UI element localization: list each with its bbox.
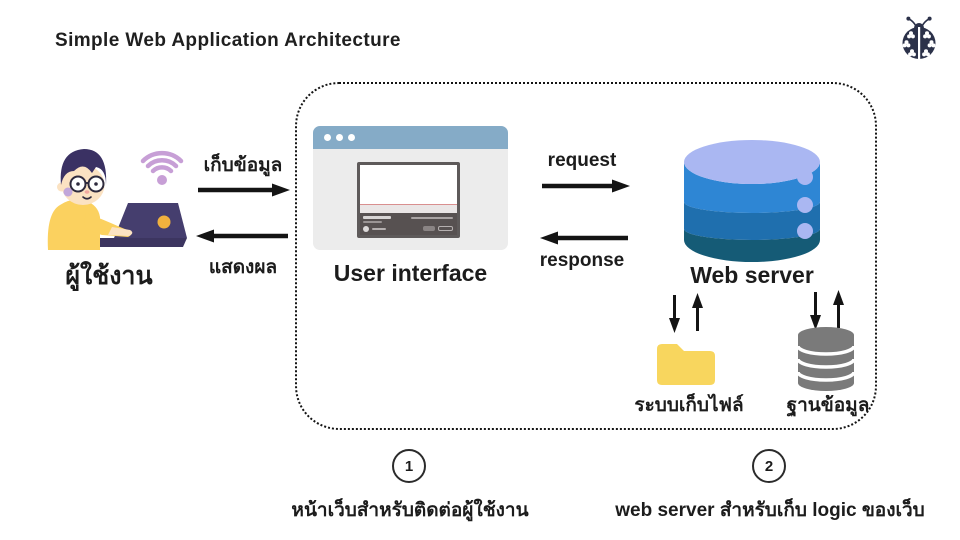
send-data-label: เก็บข้อมูล (203, 155, 283, 176)
database-icon (795, 325, 857, 393)
user-interface-label: User interface (333, 260, 488, 286)
video-progress-strip (360, 204, 457, 213)
arrow-request (540, 179, 630, 193)
database-label: ฐานข้อมูล (786, 395, 870, 416)
web-server-label: Web server (690, 262, 814, 288)
video-info-bar (360, 213, 457, 235)
arrow-server-to-files (668, 293, 681, 333)
user-label: ผู้ใช้งาน (65, 262, 153, 290)
web-server-icon (684, 117, 820, 263)
arrow-db-to-server (832, 290, 845, 330)
note-2-badge: 2 (752, 449, 786, 483)
window-dot-icon (348, 134, 355, 141)
note-1-badge: 1 (392, 449, 426, 483)
arrow-user-to-system (196, 183, 290, 197)
wifi-icon (134, 138, 190, 188)
note-1-text: หน้าเว็บสำหรับติดต่อผู้ใช้งาน (291, 500, 529, 521)
request-label: request (547, 150, 617, 171)
note-2-number: 2 (764, 457, 774, 475)
response-label: response (539, 250, 625, 271)
video-player-mock (357, 162, 460, 238)
page-title: Simple Web Application Architecture (55, 30, 401, 51)
note-1-number: 1 (404, 457, 414, 475)
window-dot-icon (324, 134, 331, 141)
system-boundary-box (295, 82, 877, 430)
note-2-text: web server สำหรับเก็บ logic ของเว็บ (615, 500, 925, 521)
user-illustration (42, 135, 187, 250)
window-dot-icon (336, 134, 343, 141)
file-storage-label: ระบบเก็บไฟล์ (634, 395, 744, 416)
arrow-files-to-server (691, 293, 704, 333)
display-result-label: แสดงผล (208, 257, 278, 278)
arrow-server-to-db (809, 290, 822, 330)
browser-title-bar (313, 126, 508, 149)
folder-icon (653, 335, 719, 387)
browser-window (313, 126, 508, 250)
arrow-system-to-user (196, 229, 290, 243)
arrow-response (540, 231, 630, 245)
ladybug-logo-icon (896, 15, 942, 63)
